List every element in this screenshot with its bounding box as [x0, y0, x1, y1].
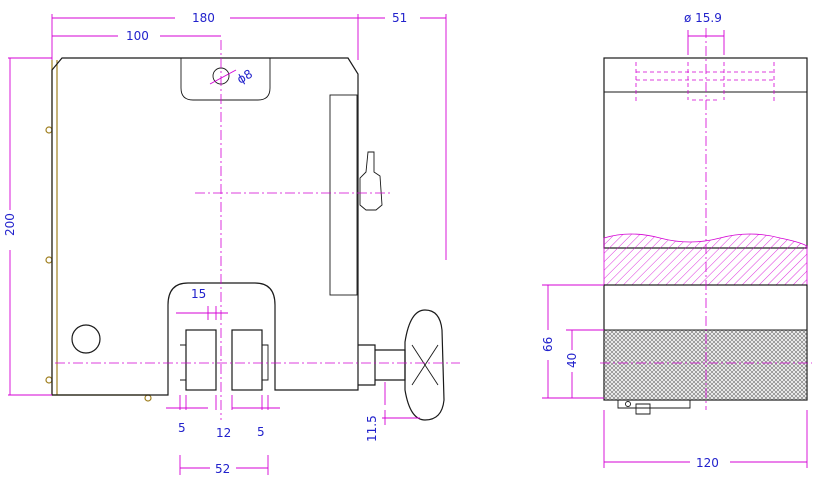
main-body — [51, 57, 359, 396]
jaw-right — [231, 329, 263, 391]
side-plate-screw-top — [45, 126, 53, 134]
dim-jaw-left: 5 — [178, 421, 186, 435]
bottom-tab — [617, 400, 691, 415]
knob-detail — [411, 344, 439, 386]
dim-hole-dia: ϕ8 — [235, 67, 255, 87]
dim-height: 200 — [3, 213, 17, 236]
dim-knob-offset: 11.5 — [365, 415, 379, 442]
bottom-tab-hole — [625, 401, 631, 407]
clamp-knob — [404, 309, 445, 421]
side-plate-screw-mid — [45, 256, 53, 264]
dim-jaw-span: 52 — [215, 462, 230, 476]
dim-center-offset: 100 — [126, 29, 149, 43]
jaw-guides — [180, 344, 269, 381]
fitting — [359, 151, 383, 211]
base-screw — [144, 394, 152, 402]
top-recess — [180, 58, 271, 101]
front-view — [45, 40, 460, 421]
dim-bore-dia: ø 15.9 — [684, 11, 722, 25]
dim-slot-width: 15 — [191, 287, 206, 301]
dim-overall-width: 180 — [192, 11, 215, 25]
indicator-hole — [71, 324, 101, 354]
side-view — [600, 28, 812, 415]
dim-side-width: 120 — [696, 456, 719, 470]
dim-knurl-height: 40 — [565, 353, 579, 368]
dim-jaw-right: 5 — [257, 425, 265, 439]
side-panel — [329, 94, 358, 296]
side-plate-screw-bottom — [45, 376, 53, 384]
upper-block — [603, 57, 808, 249]
side-plate — [51, 60, 150, 396]
dim-knob-extension: 51 — [392, 11, 407, 25]
dim-jaw-gap: 12 — [216, 426, 231, 440]
jaw-left — [185, 329, 217, 391]
knob-shaft — [358, 344, 406, 386]
dim-section-height: 66 — [541, 337, 555, 352]
front-dimensions: 180 51 100 200 ϕ8 15 5 12 5 52 11.5 — [3, 11, 447, 476]
side-dimensions: ø 15.9 120 66 40 — [541, 11, 808, 470]
knurl-band — [603, 329, 808, 401]
hatched-section — [603, 233, 808, 286]
hidden-bore — [635, 62, 775, 102]
